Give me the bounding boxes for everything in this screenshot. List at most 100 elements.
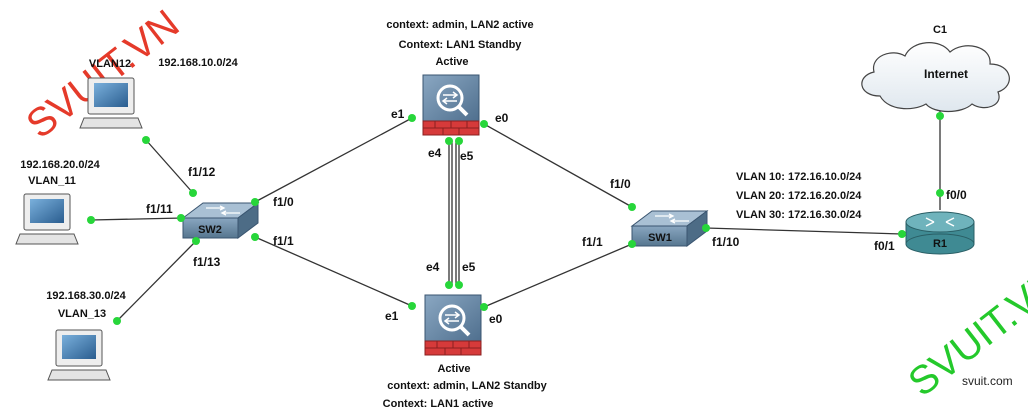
port-sw2-f1-11: f1/11 — [146, 202, 173, 216]
vlan-list-item: VLAN 10: 172.16.10.0/24 — [736, 171, 862, 183]
link-status-dots — [87, 112, 944, 325]
link-pc2-sw2 — [90, 217, 184, 221]
link-dot — [936, 189, 944, 197]
port-r1-f0-0: f0/0 — [946, 188, 967, 202]
router-r1[interactable]: R1 — [905, 211, 975, 255]
port-sw2-f1-0: f1/0 — [273, 195, 294, 209]
cloud-id: C1 — [933, 24, 947, 36]
link-dot — [445, 281, 453, 289]
pc2-subnet: 192.168.20.0/24 — [20, 159, 100, 171]
sw2-label: SW2 — [198, 224, 222, 236]
vlan-list-item: VLAN 20: 172.16.20.0/24 — [736, 190, 862, 202]
asa-top-line2: Context: LAN1 Standby — [399, 39, 523, 51]
cloud-label: Internet — [924, 67, 968, 81]
port-asa-top-e4: e4 — [428, 146, 442, 160]
vlan-list-item: VLAN 30: 172.16.30.0/24 — [736, 209, 862, 221]
asa-top-brick-lines — [423, 121, 479, 135]
pc3-vlan: VLAN_13 — [58, 308, 106, 320]
asa-bottom-body — [424, 294, 482, 344]
firewall-icon — [438, 304, 471, 337]
vlan-list: VLAN 10: 172.16.10.0/24 VLAN 20: 172.16.… — [736, 171, 862, 221]
pc1-screen — [94, 83, 128, 107]
link-dot — [628, 240, 636, 248]
link-pc1-sw2 — [145, 139, 194, 194]
port-asa-bottom-e5: e5 — [462, 260, 476, 274]
pc3-base — [47, 369, 111, 381]
link-dot — [177, 214, 185, 222]
link-dot — [408, 114, 416, 122]
port-asa-top-e0: e0 — [495, 111, 509, 125]
asa-top-line3: Active — [435, 56, 468, 68]
link-asa-top-sw1 — [483, 123, 633, 208]
switch-sw1[interactable]: SW1 — [630, 210, 709, 247]
r1-top — [905, 211, 975, 233]
link-sw2-asa-bottom — [254, 236, 413, 307]
asa-bottom-brick-lines — [425, 341, 481, 355]
link-pc3-sw2 — [116, 240, 197, 322]
pc3-screen — [62, 335, 96, 359]
asa-bottom[interactable]: Active context: admin, LAN2 Standby Cont… — [383, 294, 548, 410]
cloud-icon — [861, 42, 1010, 113]
port-sw1-f1-0: f1/0 — [610, 177, 631, 191]
link-dot — [251, 233, 259, 241]
pc2-base — [15, 233, 79, 245]
port-asa-bottom-e4: e4 — [426, 260, 440, 274]
r1-label: R1 — [933, 238, 947, 250]
pc1-base — [79, 117, 143, 129]
port-sw2-f1-13: f1/13 — [193, 255, 221, 269]
firewall-icon — [436, 84, 469, 117]
sw2-side — [237, 202, 259, 239]
r1-bottom — [905, 233, 975, 255]
pc-vlan-13[interactable] — [47, 329, 111, 381]
switch-arrows-icon — [655, 213, 689, 224]
link-dot — [189, 189, 197, 197]
sw1-label: SW1 — [648, 232, 672, 244]
link-dot — [192, 237, 200, 245]
asa-bottom-line3: Context: LAN1 active — [383, 398, 494, 410]
switch-arrows-icon — [206, 205, 240, 216]
link-dot — [898, 230, 906, 238]
pc1-subnet: 192.168.10.0/24 — [158, 57, 238, 69]
link-dot — [480, 120, 488, 128]
port-asa-top-e5: e5 — [460, 149, 474, 163]
link-asa-bottom-sw1 — [483, 243, 633, 308]
asa-bottom-line2: context: admin, LAN2 Standby — [387, 380, 547, 392]
link-dot — [455, 137, 463, 145]
port-asa-top-e1: e1 — [391, 107, 405, 121]
link-dot — [702, 224, 710, 232]
port-sw2-f1-12: f1/12 — [188, 165, 216, 179]
router-arrows-icon — [925, 217, 955, 227]
pc2-screen — [30, 199, 64, 223]
switch-sw2[interactable]: SW2 — [181, 202, 260, 239]
link-dot — [142, 136, 150, 144]
link-dot — [251, 198, 259, 206]
pc-vlan-11[interactable] — [15, 193, 79, 245]
port-sw1-f1-1: f1/1 — [582, 235, 603, 249]
link-sw1-r1 — [705, 227, 903, 235]
asa-top[interactable]: context: admin, LAN2 active Context: LAN… — [386, 19, 534, 136]
link-dot — [936, 112, 944, 120]
link-sw2-asa-top — [254, 117, 413, 203]
port-sw2-f1-1: f1/1 — [273, 234, 294, 248]
cloud-c1[interactable]: Internet C1 — [861, 24, 1010, 113]
link-dot — [455, 281, 463, 289]
port-labels: f1/12 f1/11 f1/13 f1/0 f1/1 e1 e0 e4 e5 … — [146, 107, 967, 326]
link-dot — [87, 216, 95, 224]
link-dot — [113, 317, 121, 325]
link-dot — [628, 203, 636, 211]
pc-vlan12[interactable] — [79, 77, 143, 129]
port-r1-f0-1: f0/1 — [874, 239, 895, 253]
link-dot — [480, 303, 488, 311]
link-dot — [408, 302, 416, 310]
pc2-vlan: VLAN_11 — [28, 175, 76, 187]
port-sw1-f1-10: f1/10 — [712, 235, 740, 249]
pc3-subnet: 192.168.30.0/24 — [46, 290, 126, 302]
link-dot — [445, 137, 453, 145]
asa-top-line1: context: admin, LAN2 active — [386, 19, 533, 31]
port-asa-bottom-e1: e1 — [385, 309, 399, 323]
asa-bottom-line1: Active — [437, 363, 470, 375]
port-asa-bottom-e0: e0 — [489, 312, 503, 326]
pc1-vlan: VLAN12 — [89, 58, 131, 70]
site-url: svuit.com — [962, 374, 1013, 388]
